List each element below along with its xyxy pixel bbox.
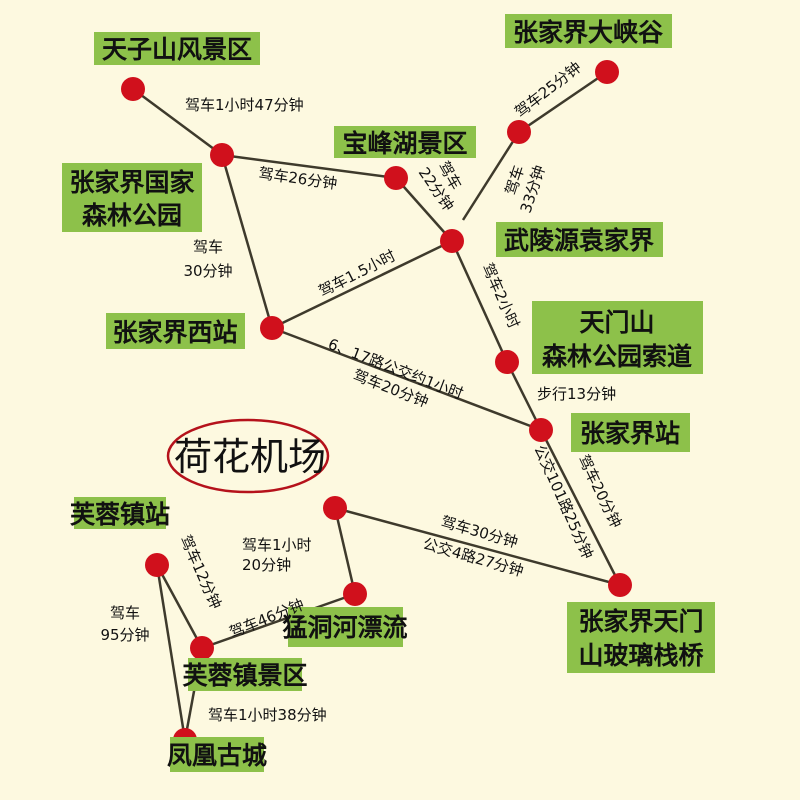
route-station-bridge-car: 驾车20分钟 xyxy=(574,452,625,531)
route-airport-mengdong-2: 20分钟 xyxy=(242,556,291,574)
label-tianzishan: 天子山风景区 xyxy=(102,35,252,64)
node-wulingyuan[interactable] xyxy=(440,229,464,253)
label-furong-scenic: 芙蓉镇景区 xyxy=(182,661,307,690)
node-canyon-mid[interactable] xyxy=(507,120,531,144)
route-tianzishan-forest: 驾车1小时47分钟 xyxy=(185,96,304,114)
route-scenic-fenghuang: 驾车1小时38分钟 xyxy=(208,706,327,724)
route-forest-west-1: 驾车 xyxy=(193,238,223,256)
edge-canyon-short xyxy=(518,70,608,134)
edge-baofeng-wuling xyxy=(395,177,453,242)
node-forest-park[interactable] xyxy=(210,143,234,167)
edge-wuling-tianmen xyxy=(450,240,509,363)
edge-station-bridge xyxy=(539,429,622,586)
label-fenghuang: 凤凰古城 xyxy=(167,741,267,770)
label-zjj-station: 张家界站 xyxy=(580,419,680,448)
route-wuling-tianmen: 驾车2小时 xyxy=(478,260,523,331)
label-glass-bridge-2: 山玻璃栈桥 xyxy=(578,641,703,670)
node-furong-scenic[interactable] xyxy=(190,636,214,660)
route-forest-west-2: 30分钟 xyxy=(183,262,232,280)
label-tianmen-1: 天门山 xyxy=(579,308,654,337)
edge-airport-mengdong xyxy=(333,507,357,595)
edge-mengdong-furong xyxy=(201,592,356,650)
edge-tianmen-station xyxy=(505,361,543,431)
label-glass-bridge-1: 张家界天门 xyxy=(578,607,703,636)
node-airport[interactable] xyxy=(323,496,347,520)
route-furongstation-fenghuang-1: 驾车 xyxy=(110,604,140,622)
edge-forest-west xyxy=(220,154,274,329)
label-west-station: 张家界西站 xyxy=(112,318,237,347)
label-furong-station: 芙蓉镇站 xyxy=(70,500,170,529)
label-forest-park-2: 森林公园 xyxy=(82,201,182,230)
node-baofenghu[interactable] xyxy=(384,166,408,190)
node-glass-bridge[interactable] xyxy=(608,573,632,597)
route-airport-mengdong-1: 驾车1小时 xyxy=(242,536,312,554)
place-labels: 天子山风景区 张家界国家 森林公园 宝峰湖景区 张家界大峡谷 武陵源袁家界 天门… xyxy=(62,14,715,772)
edge-airport-bridge xyxy=(334,506,621,587)
route-furongstation-fenghuang-2: 95分钟 xyxy=(100,626,149,644)
edge-furongstation-fenghuang xyxy=(155,564,187,741)
edge-tianzishan-forest xyxy=(132,87,223,157)
label-wulingyuan: 武陵源袁家界 xyxy=(504,226,654,255)
label-airport: 荷花机场 xyxy=(174,435,326,479)
node-mengdong[interactable] xyxy=(343,582,367,606)
label-forest-park-1: 张家界国家 xyxy=(69,168,194,197)
edge-furongstation-scenic xyxy=(155,564,204,649)
node-west-station[interactable] xyxy=(260,316,284,340)
label-mengdong: 猛洞河漂流 xyxy=(281,613,407,642)
airport-ellipse xyxy=(166,418,330,494)
node-furong-station[interactable] xyxy=(145,553,169,577)
label-grand-canyon: 张家界大峡谷 xyxy=(513,18,664,47)
node-zjj-station[interactable] xyxy=(529,418,553,442)
route-lines xyxy=(132,70,622,741)
route-furongstation-scenic: 驾车12分钟 xyxy=(176,532,225,612)
edge-west-wuling xyxy=(271,239,453,330)
route-nodes xyxy=(121,60,632,752)
node-tianzishan[interactable] xyxy=(121,77,145,101)
edge-forest-baofeng xyxy=(221,153,397,180)
node-grand-canyon[interactable] xyxy=(595,60,619,84)
label-tianmen-2: 森林公园索道 xyxy=(542,342,692,371)
edge-west-station xyxy=(271,326,542,432)
label-baofenghu: 宝峰湖景区 xyxy=(342,129,467,158)
node-tianmen[interactable] xyxy=(495,350,519,374)
route-tianmen-station: 步行13分钟 xyxy=(537,385,616,403)
edge-wuling-canyon xyxy=(461,131,521,221)
